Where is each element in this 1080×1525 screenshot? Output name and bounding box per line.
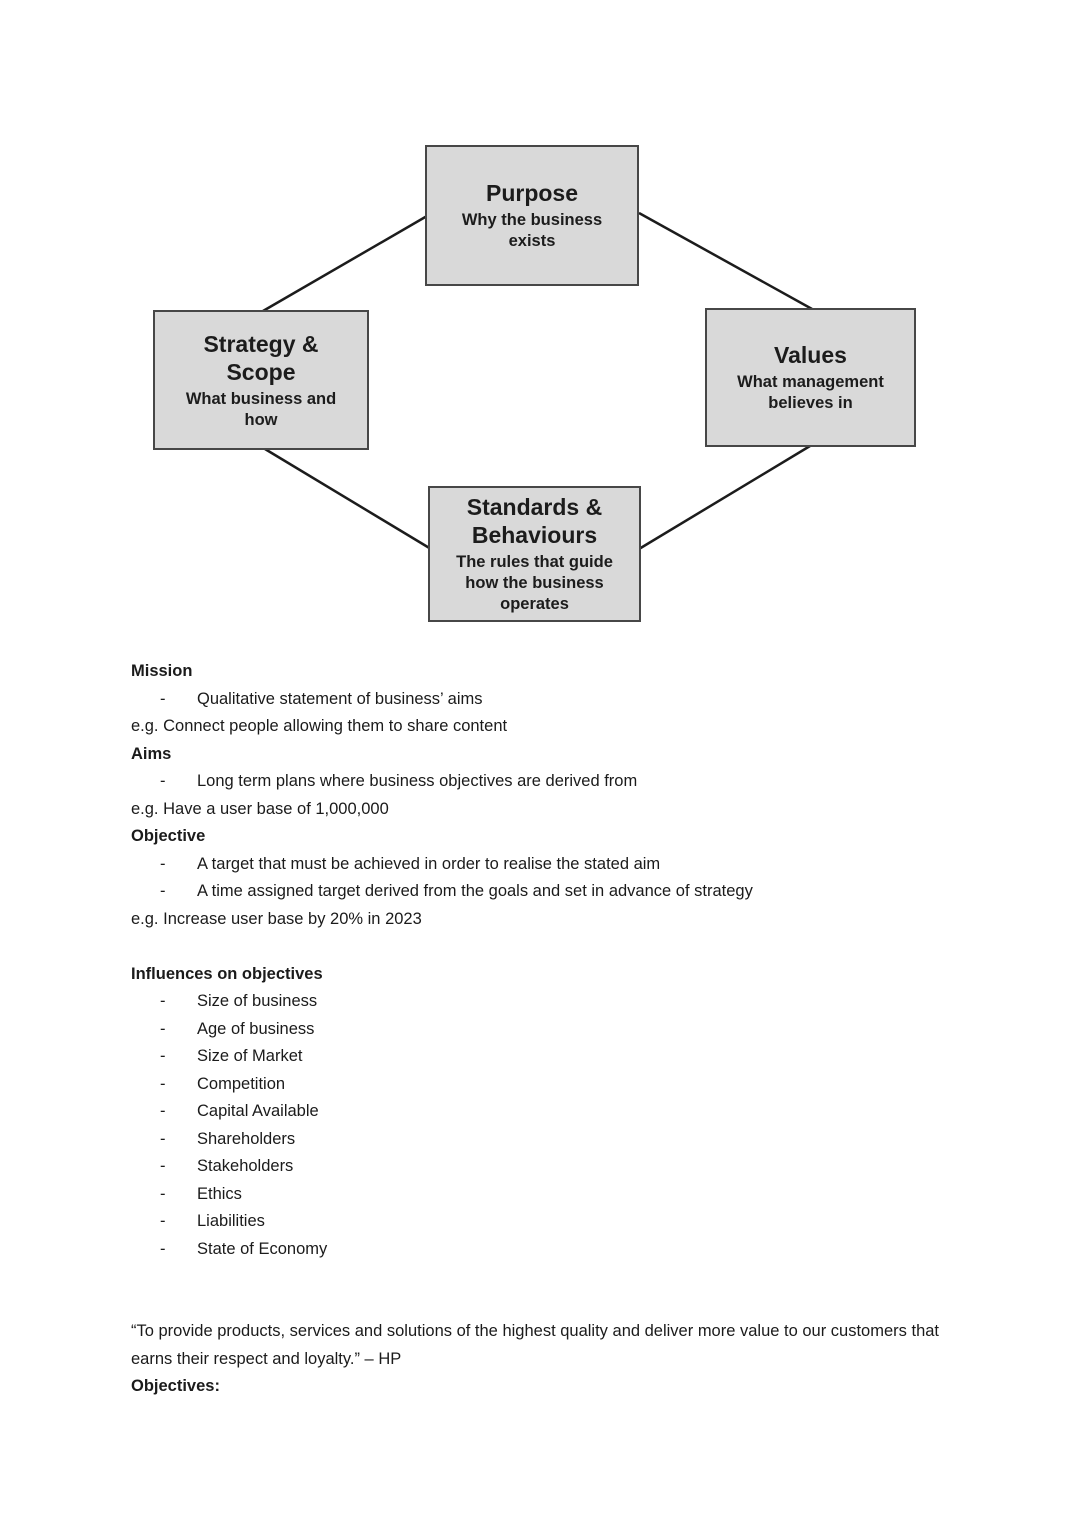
influences-section: Influences on objectives - Size of busin… [131,961,940,1264]
list-item: - Competition [131,1071,940,1099]
list-item: - Qualitative statement of business’ aim… [131,686,940,714]
list-item: - Stakeholders [131,1153,940,1181]
list-item: - Size of Market [131,1043,940,1071]
bullet-text: Long term plans where business objective… [197,772,638,790]
heading-aims: Aims [131,744,172,763]
line-strategy-standards [264,447,432,551]
list-item: - State of Economy [131,1236,940,1264]
bullet-dash: - [160,689,166,708]
example-objective: e.g. Increase user base by 20% in 2023 [131,909,422,928]
bullet-dash: - [160,772,166,790]
quote-section: “To provide products, services and solut… [131,1318,940,1401]
list-item: - Long term plans where business objecti… [131,768,940,796]
diagram-box-strategy-scope: Strategy & Scope What business and how [153,310,369,450]
standards-subtitle: The rules that guide how the business op… [456,553,613,613]
bullet-text: Size of Market [197,1047,303,1065]
notes-body: Mission - Qualitative statement of busin… [0,648,1080,1401]
list-item: - Ethics [131,1181,940,1209]
bullet-dash: - [160,1074,166,1093]
business-values-diagram: Purpose Why the business exists Strategy… [0,0,1080,648]
bullet-text: State of Economy [197,1239,328,1258]
list-item: - Capital Available [131,1098,940,1126]
bullet-text: Qualitative statement of business’ aims [197,689,483,708]
bullet-dash: - [160,992,166,1010]
bullet-dash: - [160,882,166,900]
heading-influences: Influences on objectives [131,964,323,983]
heading-objective: Objective [131,827,206,845]
diagram-connector-lines [262,211,813,551]
example-mission: e.g. Connect people allowing them to sha… [131,717,508,735]
strategy-subtitle: What business and how [185,389,337,429]
bullet-text: Size of business [197,992,318,1010]
strategy-title: Strategy & Scope [203,330,319,385]
list-item: - Age of business [131,1016,940,1044]
bullet-text: Liabilities [197,1212,265,1230]
bullet-dash: - [160,1019,166,1038]
purpose-title: Purpose [485,180,579,206]
bullet-text: Stakeholders [197,1157,294,1175]
bullet-text: Shareholders [197,1129,296,1148]
list-item: - Liabilities [131,1208,940,1236]
bullet-dash: - [160,1047,166,1065]
bullet-dash: - [160,1129,166,1148]
diagram-box-standards-behaviours: Standards & Behaviours The rules that gu… [428,486,641,622]
heading-mission: Mission [131,662,193,680]
bullet-text: A target that must be achieved in order … [197,854,661,873]
line-purpose-values [638,211,813,311]
values-subtitle: What management believes in [737,373,884,412]
bullet-text: Ethics [197,1184,242,1203]
bullet-dash: - [160,1239,166,1258]
diagram-box-purpose: Purpose Why the business exists [425,145,639,286]
heading-objectives: Objectives: [131,1377,220,1395]
bullet-text: Capital Available [197,1102,319,1120]
bullet-text: Age of business [197,1019,315,1038]
mission-quote: “To provide products, services and solut… [131,1322,940,1368]
example-aims: e.g. Have a user base of 1,000,000 [131,799,389,818]
bullet-dash: - [160,854,166,873]
bullet-text: Competition [197,1074,286,1093]
diagram-box-values: Values What management believes in [705,308,916,447]
list-item: - A time assigned target derived from th… [131,878,940,906]
purpose-subtitle: Why the business exists [461,211,603,250]
line-strategy-purpose [262,214,428,313]
list-item: - A target that must be achieved in orde… [131,851,940,879]
line-values-standards [638,444,811,551]
values-title: Values [774,342,847,368]
bullet-dash: - [160,1184,166,1203]
bullet-dash: - [160,1212,166,1230]
bullet-dash: - [160,1157,166,1175]
list-item: - Size of business [131,988,940,1016]
bullet-dash: - [160,1102,166,1120]
bullet-text: A time assigned target derived from the … [197,882,753,900]
list-item: - Shareholders [131,1126,940,1154]
standards-title: Standards & Behaviours [466,494,603,548]
